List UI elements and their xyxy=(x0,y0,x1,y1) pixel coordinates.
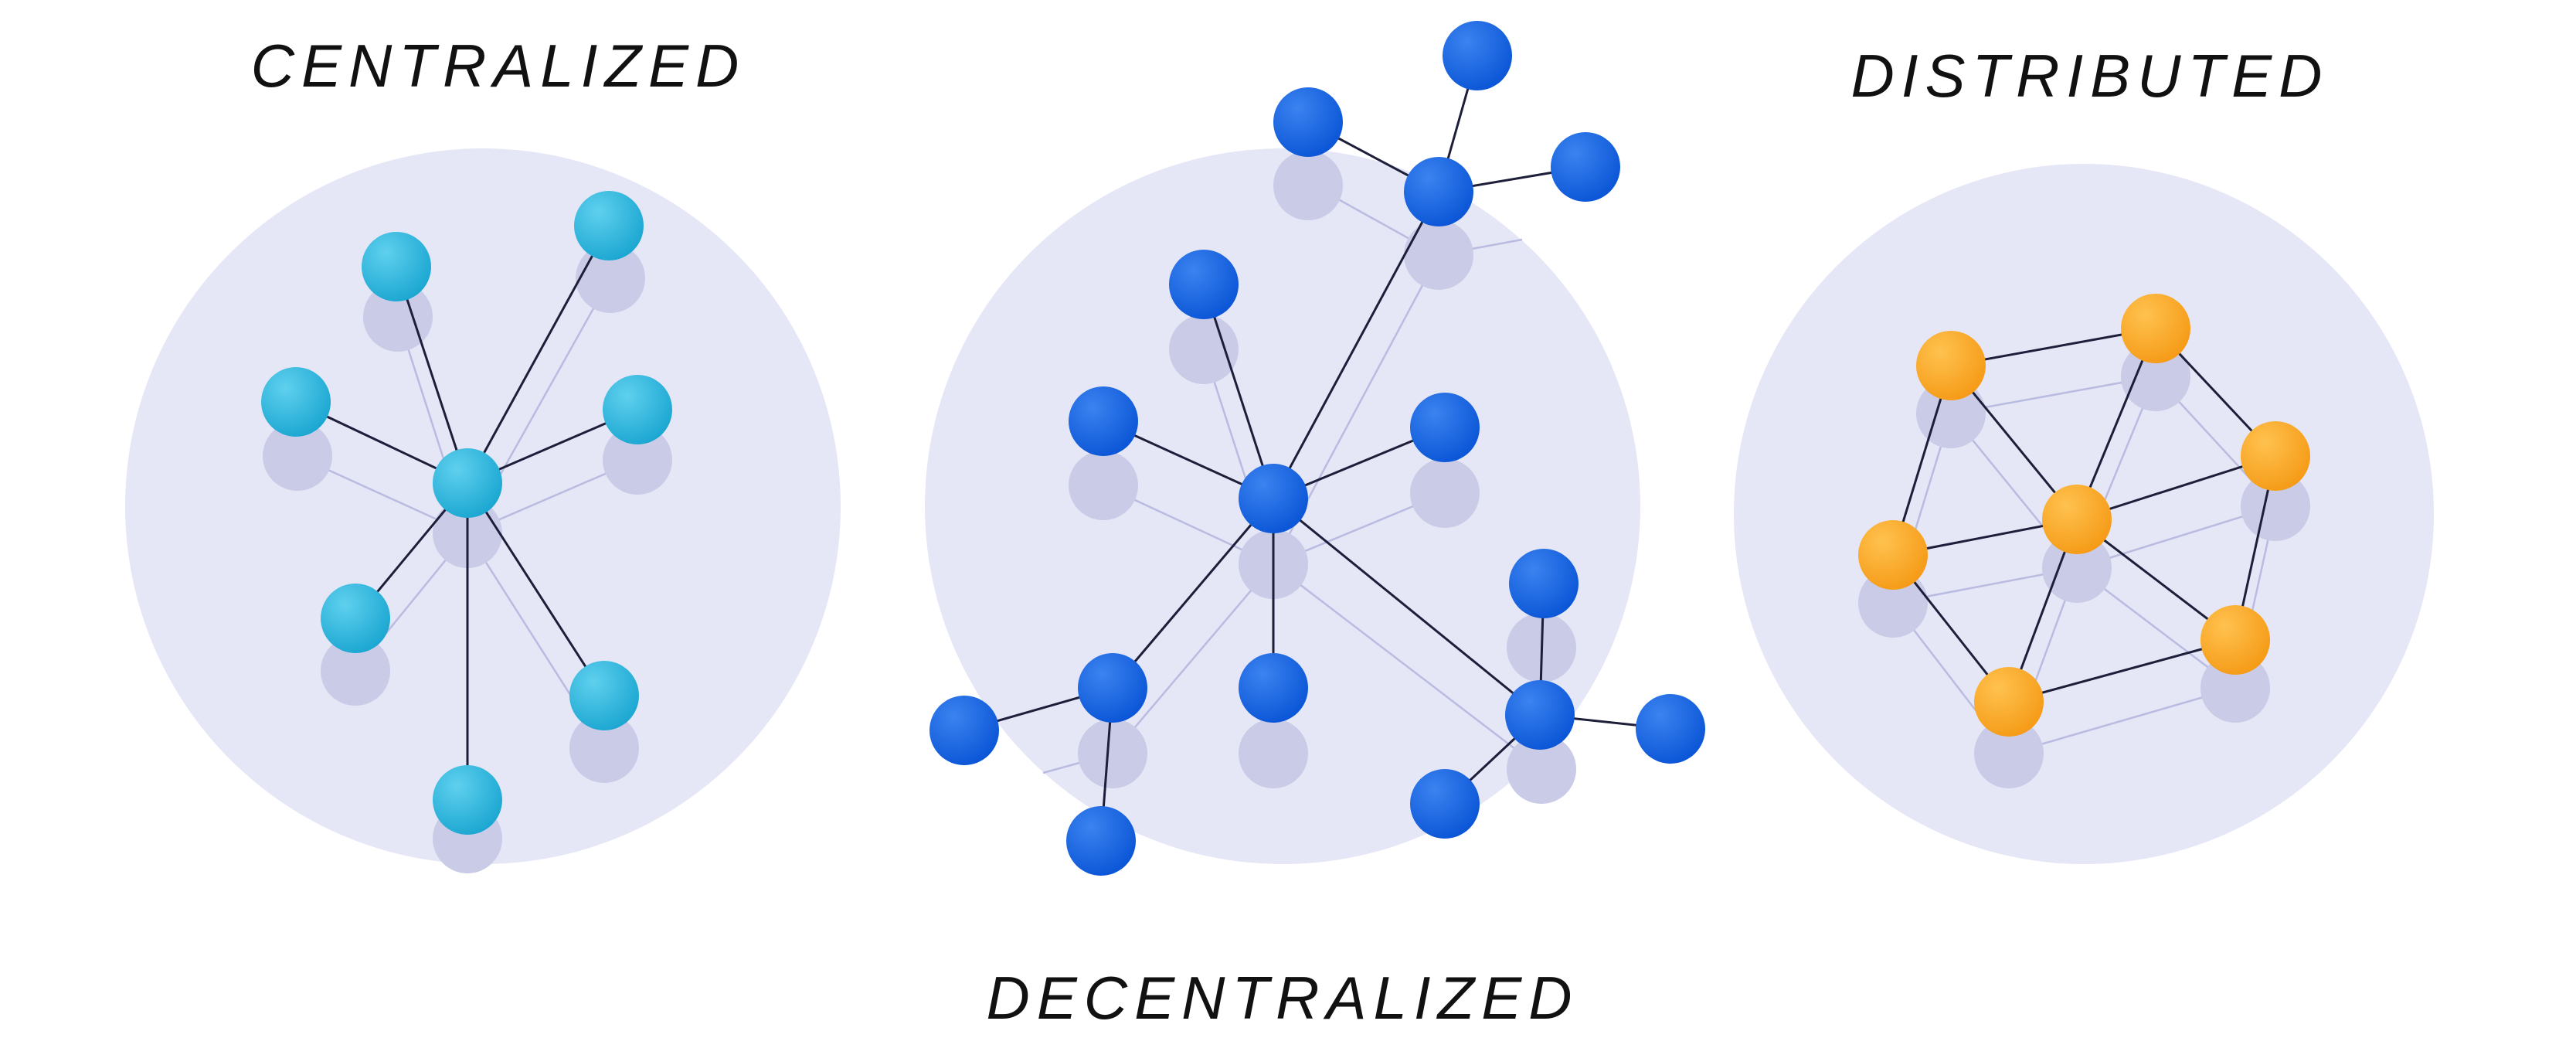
distributed-node xyxy=(2200,605,2270,675)
decentralized-hub-node xyxy=(1078,653,1147,723)
edge xyxy=(466,224,610,485)
distributed-node xyxy=(2121,294,2190,363)
edge xyxy=(1111,497,1275,689)
decentralized-node xyxy=(929,696,999,765)
decentralized-node xyxy=(1069,386,1138,456)
decentralized-node xyxy=(1066,806,1136,876)
distributed-nodes xyxy=(1858,294,2310,737)
decentralized-hub-node xyxy=(1239,464,1308,533)
distributed-node xyxy=(1916,331,1986,400)
distributed-node xyxy=(1858,520,1928,590)
title-distributed: DISTRIBUTED xyxy=(1850,42,2329,110)
distributed-node xyxy=(1974,667,2044,737)
distributed-center-node xyxy=(2042,485,2112,554)
decentralized-node xyxy=(1273,87,1343,157)
edge xyxy=(1202,283,1275,500)
title-centralized: CENTRALIZED xyxy=(251,32,746,100)
decentralized-hub-node xyxy=(1404,157,1473,226)
edge xyxy=(2007,638,2237,703)
centralized-node xyxy=(261,367,331,437)
decentralized-hub-node xyxy=(1505,680,1575,750)
distributed-node xyxy=(2241,421,2310,491)
edge xyxy=(466,482,606,697)
centralized-node xyxy=(321,584,390,653)
decentralized-shadows xyxy=(1042,151,1576,804)
decentralized-node xyxy=(1509,549,1579,618)
centralized-node xyxy=(362,232,431,301)
centralized-network xyxy=(261,191,672,873)
edge xyxy=(395,265,469,485)
centralized-node xyxy=(603,375,672,444)
decentralized-nodes xyxy=(929,21,1705,876)
distributed-network xyxy=(1858,294,2310,788)
decentralized-node xyxy=(1551,132,1620,202)
centralized-hub-node xyxy=(433,448,502,518)
edge xyxy=(1272,190,1440,500)
centralized-node xyxy=(569,661,639,730)
centralized-node xyxy=(574,191,644,260)
decentralized-node xyxy=(1239,653,1308,723)
decentralized-node xyxy=(1169,250,1239,319)
decentralized-node xyxy=(1636,694,1705,764)
decentralized-node xyxy=(1410,393,1480,462)
centralized-nodes xyxy=(261,191,672,835)
centralized-node xyxy=(433,765,502,835)
title-decentralized: DECENTRALIZED xyxy=(986,964,1579,1032)
decentralized-node xyxy=(1410,769,1480,839)
edge xyxy=(1272,497,1541,716)
decentralized-network xyxy=(929,21,1705,876)
decentralized-node xyxy=(1443,21,1512,90)
